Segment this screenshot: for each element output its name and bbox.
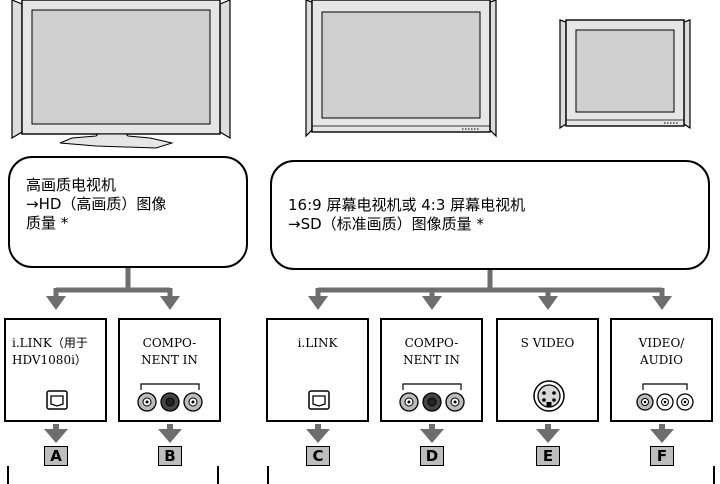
connection-letter-c: C xyxy=(306,446,330,466)
connection-letter-e: E xyxy=(536,446,560,466)
port-label: COMPO- xyxy=(404,336,459,350)
port-label: i.LINK xyxy=(297,336,338,350)
sd-widescreen-tv-illustration xyxy=(305,0,497,138)
ilink-port-icon xyxy=(46,390,68,410)
port-label: VIDEO/ xyxy=(638,336,685,350)
connection-box-b: COMPO- NENT IN xyxy=(118,318,221,422)
bubble-line: 质量 * xyxy=(26,214,69,232)
connection-letter-a: A xyxy=(44,446,68,466)
connector-lines xyxy=(53,267,665,298)
s-video-jack-icon xyxy=(533,380,565,412)
hd-quality-bubble: 高画质电视机 →HD（高画质）图像 质量 * xyxy=(8,156,248,268)
arrowheads-top xyxy=(46,296,672,310)
connection-box-f: VIDEO/ AUDIO xyxy=(610,318,713,422)
connection-letter-d: D xyxy=(420,446,444,466)
port-label: NENT IN xyxy=(403,353,460,367)
connection-letter-f: F xyxy=(650,446,674,466)
bottom-divider-ticks xyxy=(7,466,715,484)
port-label: NENT IN xyxy=(141,353,198,367)
bubble-line: →HD（高画质）图像 xyxy=(26,195,167,213)
av-jacks-icon xyxy=(636,383,694,411)
hd-flat-tv-illustration xyxy=(11,0,231,149)
connection-box-a: i.LINK（用于 HDV1080i） xyxy=(4,318,107,422)
connection-box-d: COMPO- NENT IN xyxy=(380,318,483,422)
sd-standard-tv-illustration xyxy=(559,19,691,130)
ilink-port-icon xyxy=(308,390,330,410)
port-label: HDV1080i） xyxy=(12,353,87,367)
bubble-line: →SD（标准画质）图像质量 * xyxy=(288,215,484,233)
connection-box-e: S VIDEO xyxy=(496,318,599,422)
port-label: i.LINK（用于 xyxy=(12,336,88,350)
sd-quality-bubble: 16:9 屏幕电视机或 4:3 屏幕电视机 →SD（标准画质）图像质量 * xyxy=(270,160,710,270)
connection-box-c: i.LINK xyxy=(266,318,369,422)
arrowheads-bottom xyxy=(44,424,674,443)
port-label: AUDIO xyxy=(640,353,683,367)
bubble-line: 高画质电视机 xyxy=(26,176,117,194)
connection-letter-b: B xyxy=(158,446,182,466)
port-label: COMPO- xyxy=(142,336,197,350)
port-label: S VIDEO xyxy=(520,336,575,350)
component-jacks-icon xyxy=(137,383,203,412)
component-jacks-icon xyxy=(399,383,465,412)
bubble-line: 16:9 屏幕电视机或 4:3 屏幕电视机 xyxy=(288,196,526,214)
